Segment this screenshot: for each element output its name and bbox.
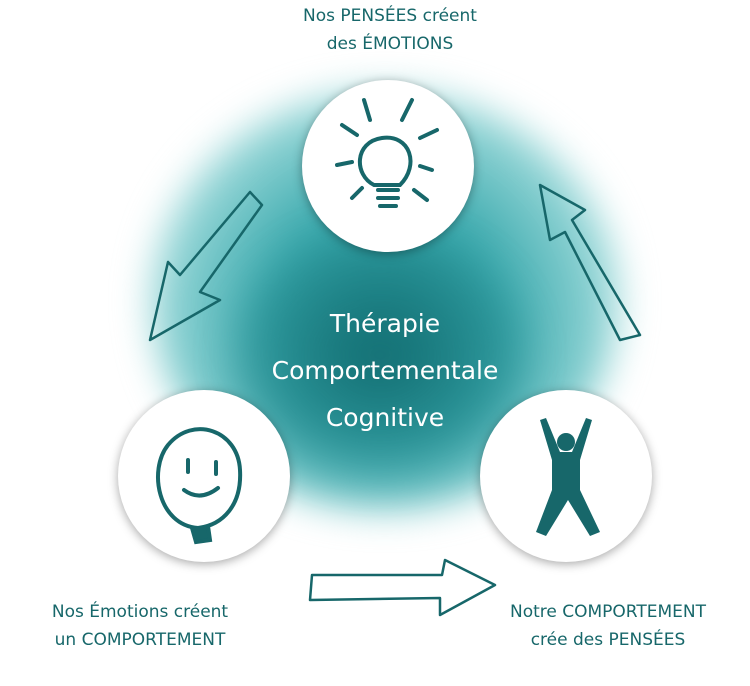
center-title: Thérapie Comportementale Cognitive [185, 300, 585, 441]
top-label-line2: des ÉMOTIONS [326, 34, 454, 54]
right-label-line1: Notre COMPORTEMENT [509, 602, 707, 622]
right-label-line2: crée des PENSÉES [530, 630, 686, 650]
top-label: Nos PENSÉES créent des ÉMOTIONS [240, 2, 540, 58]
arrow-left-to-right [308, 558, 497, 617]
left-label-line1: Nos Émotions créent [51, 602, 229, 622]
smiley-face-icon [156, 427, 243, 545]
left-label: Nos Émotions créent un COMPORTEMENT [0, 598, 290, 654]
center-line2: Comportementale [271, 356, 499, 385]
arrow-right-to-top [538, 183, 642, 342]
emotions-circle [118, 390, 290, 562]
thoughts-circle [302, 80, 474, 252]
jumping-person-icon [536, 418, 600, 536]
lightbulb-icon [335, 98, 439, 208]
center-line1: Thérapie [329, 309, 441, 338]
right-label: Notre COMPORTEMENT crée des PENSÉES [458, 598, 750, 654]
center-line3: Cognitive [325, 403, 445, 432]
behavior-circle [480, 390, 652, 562]
top-label-line1: Nos PENSÉES créent [303, 6, 477, 26]
arrow-top-to-left [148, 190, 264, 342]
left-label-line2: un COMPORTEMENT [54, 630, 226, 650]
